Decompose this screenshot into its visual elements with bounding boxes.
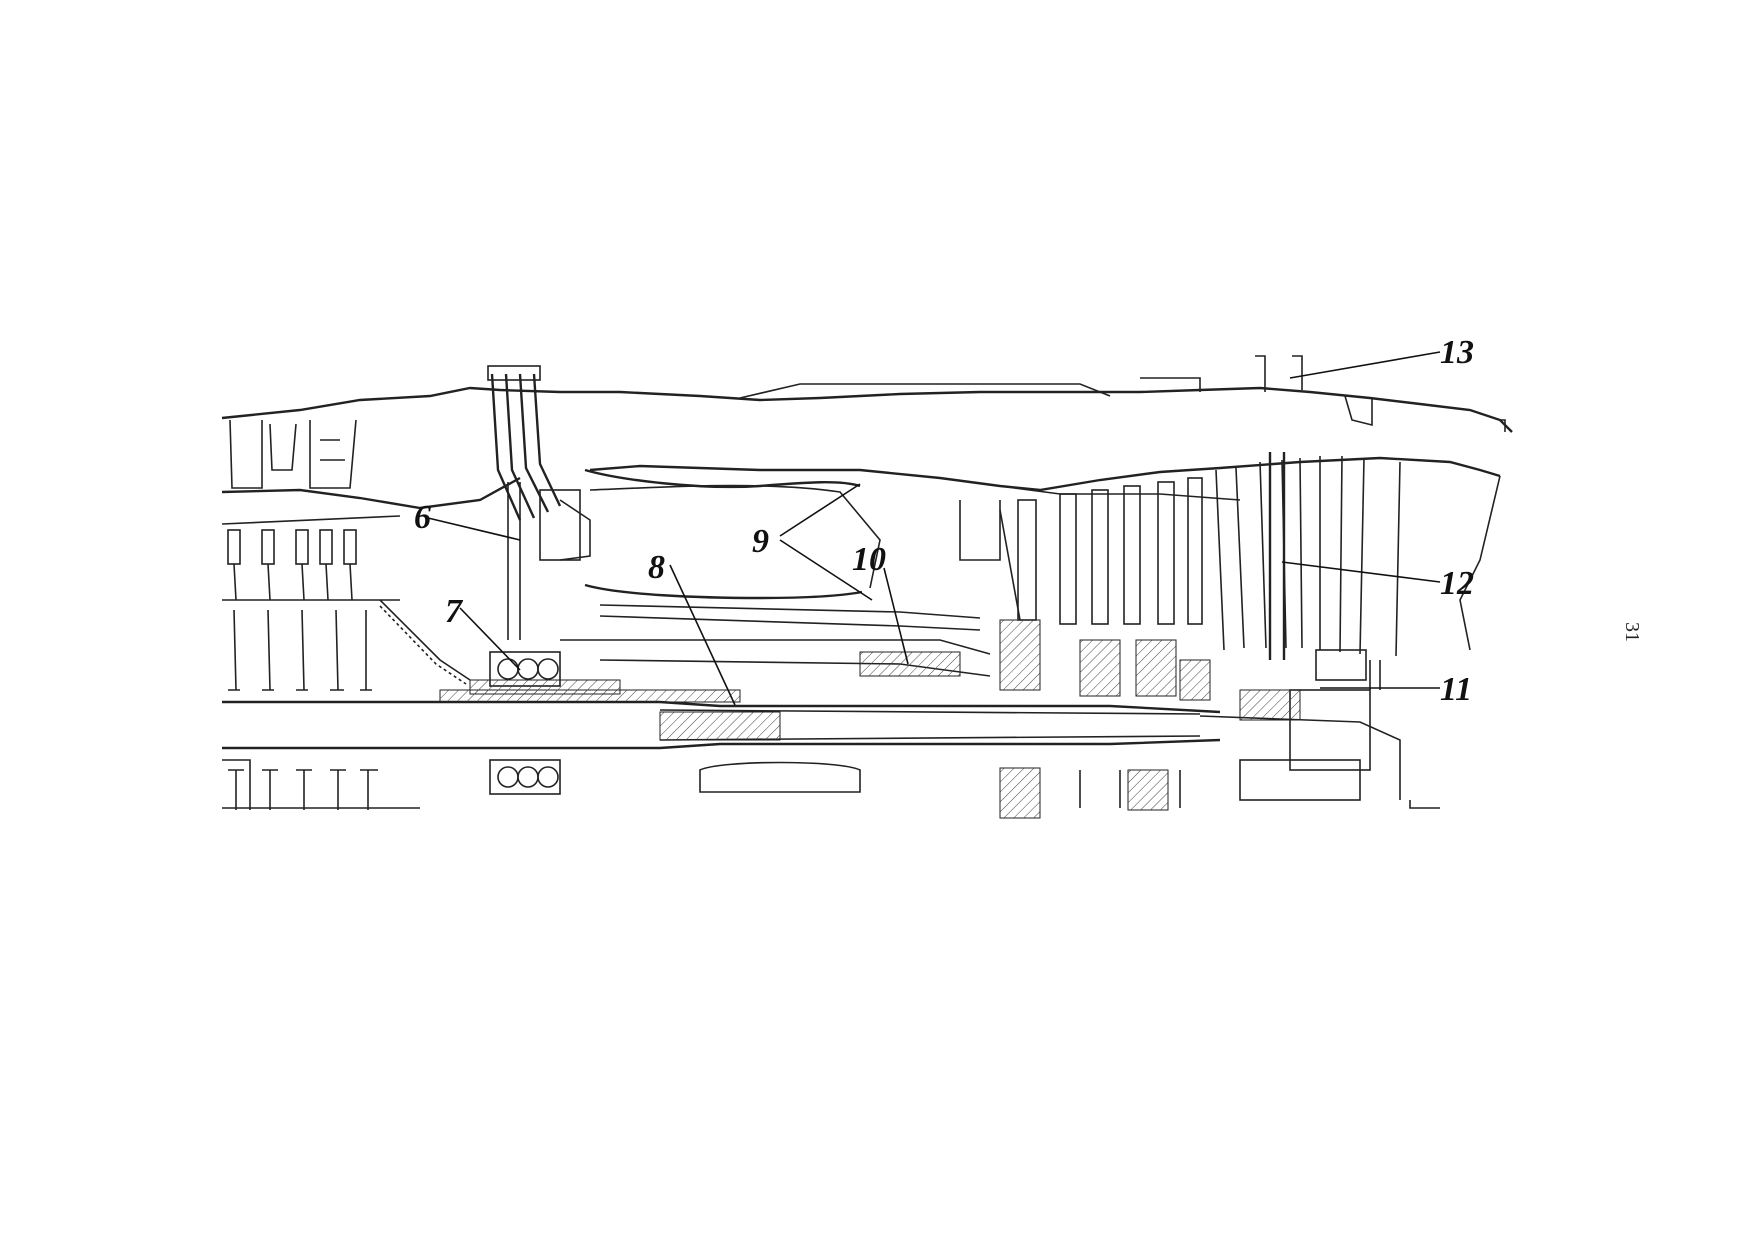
callout-12: 12 bbox=[1440, 565, 1474, 602]
leader-7 bbox=[459, 607, 521, 671]
leader-12 bbox=[1281, 561, 1441, 583]
callout-6: 6 bbox=[414, 499, 431, 536]
fuel-pipes bbox=[487, 365, 591, 640]
callout-7: 7 bbox=[445, 593, 464, 630]
callout-11: 11 bbox=[1440, 671, 1472, 708]
leader-9a bbox=[779, 483, 861, 537]
callout-13: 13 bbox=[1440, 334, 1474, 371]
main-shaft bbox=[222, 689, 1221, 810]
outer-casing bbox=[221, 355, 1513, 489]
combustion-chamber bbox=[560, 468, 991, 793]
callout-9: 9 bbox=[752, 523, 769, 560]
leader-13 bbox=[1289, 351, 1441, 379]
leader-8 bbox=[669, 564, 736, 706]
leader-lines bbox=[427, 351, 1441, 706]
callout-labels: 13 6 7 8 9 10 12 11 bbox=[414, 334, 1474, 708]
callout-10: 10 bbox=[852, 541, 886, 578]
bypass-duct bbox=[221, 456, 1501, 510]
page-number: 31 bbox=[1621, 622, 1643, 642]
leader-10 bbox=[883, 567, 909, 665]
front-bearing bbox=[469, 651, 621, 795]
compressor-stages bbox=[221, 515, 471, 810]
turbine-stages bbox=[959, 477, 1211, 819]
leader-9b bbox=[779, 539, 873, 601]
leader-6 bbox=[427, 517, 521, 541]
exhaust-section bbox=[1199, 452, 1501, 809]
callout-8: 8 bbox=[648, 549, 665, 586]
